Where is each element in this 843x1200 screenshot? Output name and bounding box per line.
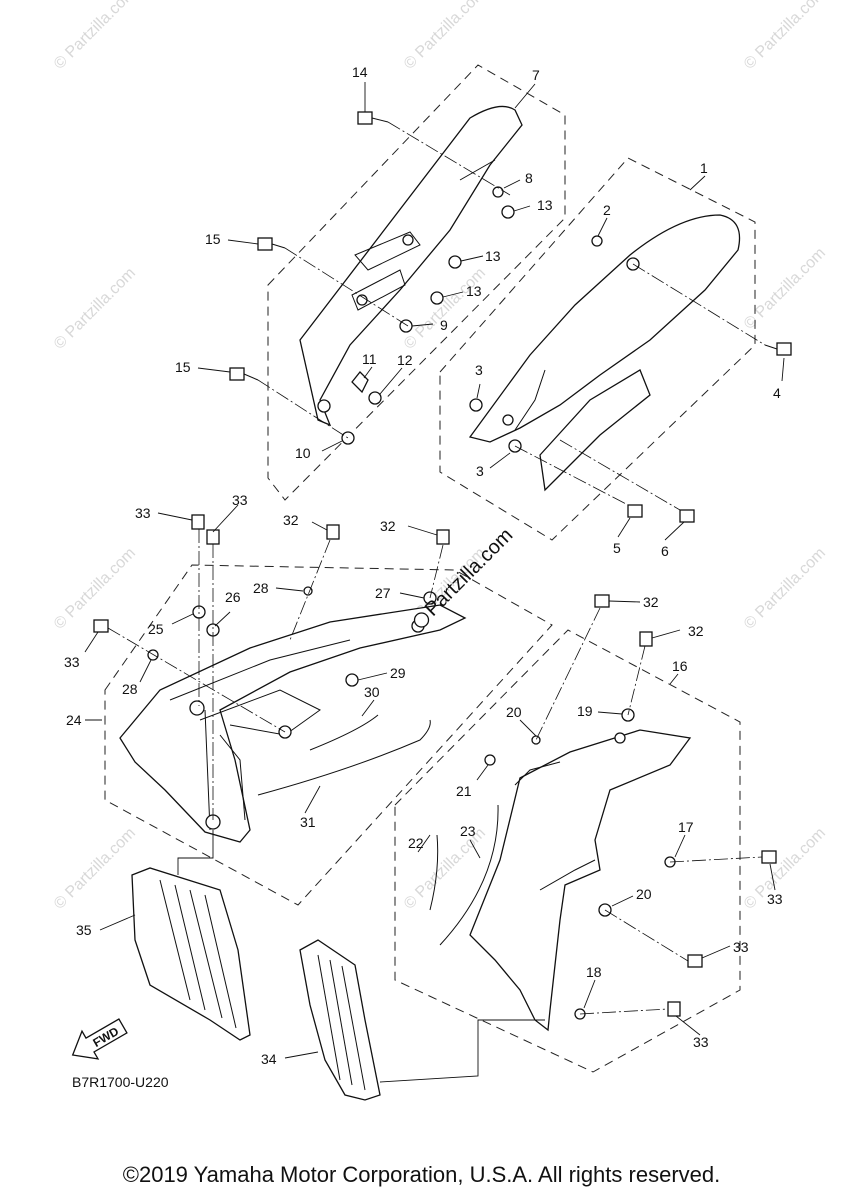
- fasteners: [93, 111, 792, 1020]
- diagram-code: B7R1700-U220: [72, 1074, 169, 1090]
- callout-28: 28: [253, 580, 269, 596]
- callout-25: 25: [148, 621, 164, 637]
- watermark: © Partzilla.com: [51, 265, 139, 353]
- callout-5: 5: [613, 540, 621, 556]
- callout-33: 33: [733, 939, 749, 955]
- callout-17: 17: [678, 819, 694, 835]
- callout-20: 20: [506, 704, 522, 720]
- callout-19: 19: [577, 703, 593, 719]
- callout-16: 16: [672, 658, 688, 674]
- callout-15: 15: [205, 231, 221, 247]
- callout-31: 31: [300, 814, 316, 830]
- watermark: © Partzilla.com: [741, 0, 829, 73]
- callout-3: 3: [476, 463, 484, 479]
- callout-2: 2: [603, 202, 611, 218]
- watermark: © Partzilla.com: [51, 0, 139, 73]
- callout-leaders: [84, 82, 785, 1059]
- stamp-text: Partzilla.com: [421, 524, 518, 621]
- watermark: © Partzilla.com: [741, 825, 829, 913]
- watermark: © Partzilla.com: [401, 0, 489, 73]
- callout-30: 30: [364, 684, 380, 700]
- group-outline-16: [394, 629, 741, 1073]
- assembly-lines: [107, 121, 766, 1083]
- callout-33: 33: [135, 505, 151, 521]
- callout-33: 33: [232, 492, 248, 508]
- radiator-guard-left: [131, 867, 251, 1041]
- callout-34: 34: [261, 1051, 277, 1067]
- callout-labels: 1 2 3 3 4 5 6 7 8 9 10 11 12 13 13 13 14…: [64, 64, 783, 1067]
- callout-35: 35: [76, 922, 92, 938]
- callout-14: 14: [352, 64, 368, 80]
- watermark: © Partzilla.com: [741, 245, 829, 333]
- callout-15: 15: [175, 359, 191, 375]
- callout-10: 10: [295, 445, 311, 461]
- group-outline-24: [104, 564, 553, 906]
- callout-12: 12: [397, 352, 413, 368]
- callout-8: 8: [525, 170, 533, 186]
- callout-33: 33: [693, 1034, 709, 1050]
- callout-26: 26: [225, 589, 241, 605]
- fwd-arrow-icon: FWD: [71, 1018, 128, 1060]
- callout-7: 7: [532, 67, 540, 83]
- callout-4: 4: [773, 385, 781, 401]
- radiator-shroud-right: [469, 729, 692, 1032]
- stamp-copyright-icon: [413, 612, 430, 628]
- callout-13: 13: [485, 248, 501, 264]
- group-outline-1: [439, 157, 756, 541]
- callout-32: 32: [643, 594, 659, 610]
- callout-13: 13: [537, 197, 553, 213]
- watermark: © Partzilla.com: [741, 545, 829, 633]
- callout-22: 22: [408, 835, 424, 851]
- group-outline-7: [267, 64, 566, 501]
- callout-21: 21: [456, 783, 472, 799]
- radiator-shroud-left: [119, 604, 467, 843]
- callout-32: 32: [688, 623, 704, 639]
- callout-28: 28: [122, 681, 138, 697]
- callout-23: 23: [460, 823, 476, 839]
- callout-9: 9: [440, 317, 448, 333]
- callout-3: 3: [475, 362, 483, 378]
- radiator-guard-right: [299, 939, 381, 1101]
- callout-20: 20: [636, 886, 652, 902]
- callout-29: 29: [390, 665, 406, 681]
- copyright-notice: ©2019 Yamaha Motor Corporation, U.S.A. A…: [122, 1162, 721, 1187]
- callout-11: 11: [362, 351, 377, 367]
- callout-1: 1: [700, 160, 708, 176]
- callout-32: 32: [380, 518, 396, 534]
- side-cover-bracket: [299, 105, 523, 427]
- callout-24: 24: [66, 712, 82, 728]
- callout-33: 33: [767, 891, 783, 907]
- callout-18: 18: [586, 964, 602, 980]
- callout-13: 13: [466, 283, 482, 299]
- watermark: © Partzilla.com: [51, 825, 139, 913]
- callout-27: 27: [375, 585, 391, 601]
- callout-32: 32: [283, 512, 299, 528]
- callout-6: 6: [661, 543, 669, 559]
- side-cover-upper: [468, 214, 741, 492]
- callout-33: 33: [64, 654, 80, 670]
